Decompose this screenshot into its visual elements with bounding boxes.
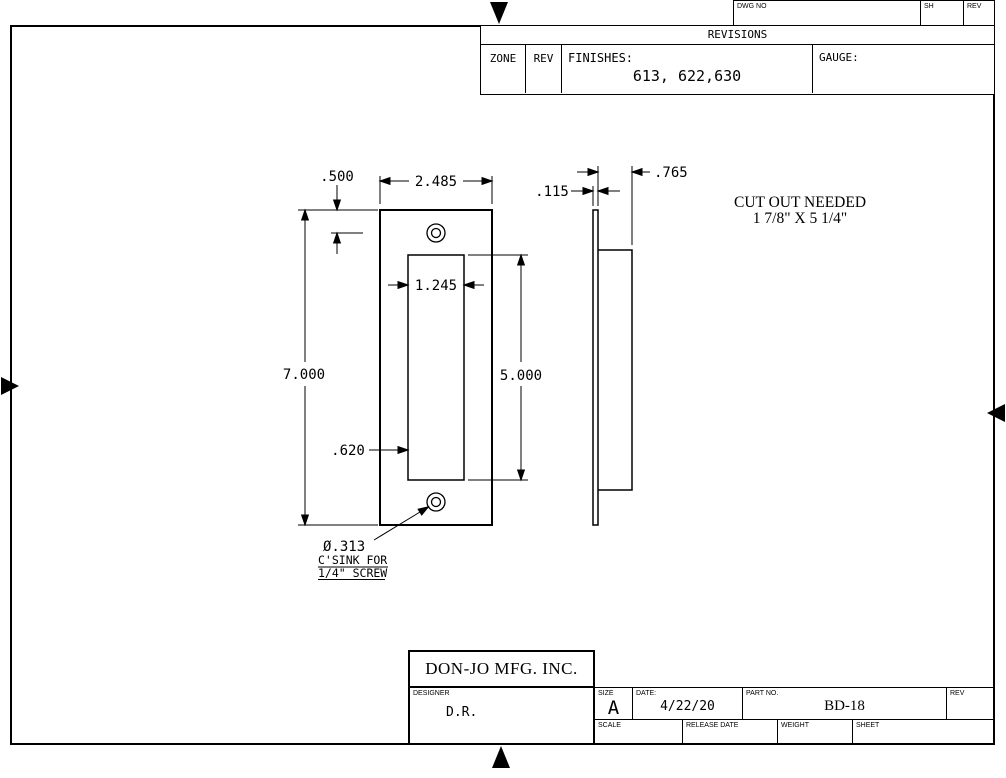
arrowhead-icon bbox=[397, 280, 410, 290]
sheet-label: SHEET bbox=[856, 722, 880, 729]
date-value: 4/22/20 bbox=[660, 699, 715, 714]
revisions-body: ZONE REV FINISHES: 613, 622,630 GAUGE: bbox=[481, 45, 994, 93]
finishes-label: FINISHES: bbox=[568, 51, 634, 65]
scale-cell: SCALE bbox=[595, 720, 683, 744]
dim-thickness: .115 bbox=[535, 184, 569, 200]
arrowhead-icon bbox=[481, 176, 494, 186]
cutout-note-line2: 1 7/8" X 5 1/4" bbox=[753, 210, 847, 227]
bottom-hole-outer bbox=[426, 492, 446, 512]
dimension-texts: 2.485 .500 7.000 1.245 5.000 .620 .115 .… bbox=[283, 165, 866, 580]
arrowhead-icon bbox=[332, 231, 342, 244]
revisions-block: REVISIONS ZONE REV FINISHES: 613, 622,63… bbox=[480, 25, 995, 95]
arrowhead-icon bbox=[516, 253, 526, 266]
center-mark-right-icon bbox=[987, 404, 1005, 422]
dim-cutout-width: 1.245 bbox=[415, 278, 457, 294]
rev-strip-label: REV bbox=[967, 3, 982, 10]
side-plate bbox=[592, 209, 599, 526]
arrowhead-icon bbox=[300, 208, 310, 221]
designer-value: D.R. bbox=[446, 705, 478, 720]
arrowhead-icon bbox=[300, 514, 310, 527]
arrowhead-icon bbox=[378, 176, 391, 186]
dimension-lines bbox=[298, 166, 650, 580]
arrowhead-icon bbox=[582, 186, 595, 196]
arrowhead-icon bbox=[516, 469, 526, 482]
gauge-label: GAUGE: bbox=[819, 51, 859, 64]
dim-depth: .765 bbox=[654, 165, 688, 181]
rev-label: REV bbox=[950, 690, 965, 697]
size-label: SIZE bbox=[598, 690, 614, 697]
hole-note-line1: C'SINK FOR bbox=[318, 553, 387, 567]
finishes-cell: FINISHES: 613, 622,630 bbox=[562, 45, 813, 93]
bottom-hole-inner bbox=[430, 496, 442, 508]
part-no-cell: PART NO. BD-18 bbox=[743, 688, 947, 719]
size-cell: SIZE A bbox=[595, 688, 633, 719]
sheet-cell: SHEET bbox=[853, 720, 994, 744]
plate-outline bbox=[379, 209, 493, 526]
dim-plate-height: 7.000 bbox=[283, 367, 325, 383]
part-no-label: PART NO. bbox=[746, 690, 779, 697]
company-name: DON-JO MFG. INC. bbox=[425, 659, 578, 678]
front-view bbox=[379, 209, 493, 526]
date-label: DATE: bbox=[636, 690, 657, 697]
hole-note-line2: 1/4" SCREW bbox=[318, 566, 387, 580]
release-date-label: RELEASE DATE bbox=[686, 722, 739, 729]
side-box bbox=[598, 249, 633, 491]
scale-label: SCALE bbox=[598, 722, 621, 729]
release-date-cell: RELEASE DATE bbox=[683, 720, 778, 744]
center-mark-top-icon bbox=[490, 2, 508, 24]
rev-header: REV bbox=[526, 45, 562, 93]
dwg-no-label: DWG NO bbox=[734, 1, 921, 25]
plate-cutout bbox=[407, 254, 465, 481]
date-cell: DATE: 4/22/20 bbox=[633, 688, 743, 719]
top-hole-outer bbox=[426, 223, 446, 243]
title-block-bottom-row: SCALE RELEASE DATE WEIGHT SHEET bbox=[595, 720, 995, 745]
cutout-note-line1: CUT OUT NEEDED bbox=[734, 194, 866, 211]
zone-header: ZONE bbox=[481, 45, 526, 93]
arrowhead-icon bbox=[596, 186, 609, 196]
part-no-value: BD-18 bbox=[824, 698, 865, 714]
finishes-value: 613, 622,630 bbox=[632, 67, 742, 85]
dim-hole-offset: .500 bbox=[320, 169, 354, 185]
arrowhead-icon bbox=[587, 167, 600, 177]
sh-label: SH bbox=[921, 1, 964, 25]
revisions-title: REVISIONS bbox=[481, 26, 994, 45]
hole-diameter-note: Ø.313 bbox=[323, 539, 365, 555]
dim-edge-offset: .620 bbox=[331, 443, 365, 459]
company-box: DON-JO MFG. INC. bbox=[408, 650, 595, 688]
leader-line bbox=[373, 511, 421, 541]
side-view bbox=[592, 209, 633, 526]
arrowhead-icon bbox=[397, 445, 410, 455]
dim-plate-width: 2.485 bbox=[415, 174, 457, 190]
size-value: A bbox=[607, 697, 620, 719]
weight-label: WEIGHT bbox=[781, 722, 809, 729]
arrowhead-icon bbox=[417, 505, 430, 516]
arrowhead-icon bbox=[630, 167, 643, 177]
top-hole-inner bbox=[430, 227, 442, 239]
arrowhead-icon bbox=[332, 199, 342, 212]
designer-label: DESIGNER bbox=[413, 690, 450, 697]
designer-cell: DESIGNER D.R. bbox=[408, 688, 595, 745]
title-block-mid-row: SIZE A DATE: 4/22/20 PART NO. BD-18 REV bbox=[595, 687, 995, 720]
rev-cell: REV bbox=[947, 688, 994, 719]
dim-cutout-height: 5.000 bbox=[500, 368, 542, 384]
weight-cell: WEIGHT bbox=[778, 720, 853, 744]
center-mark-left-icon bbox=[1, 377, 19, 395]
center-mark-bottom-icon bbox=[492, 746, 510, 768]
